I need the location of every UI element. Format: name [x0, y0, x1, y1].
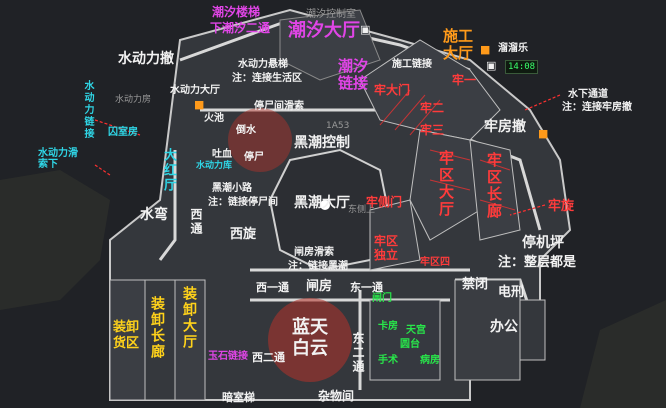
tide-control-room-label: 潮汐控制室: [306, 9, 356, 20]
construction-hall-label: 施工大厅: [443, 27, 474, 62]
closed-label: 禁闭: [462, 277, 489, 292]
hydro-stairs-label: 水动力悬梯: [238, 59, 288, 70]
hand-craft-label: 手术: [378, 355, 398, 366]
terrain-west: [0, 170, 110, 310]
cell-3-label: 牢三: [420, 123, 445, 137]
cell-gate-label: 牢大门: [374, 83, 411, 97]
cell-withdraw-label: 牢房撤: [484, 119, 526, 135]
prison-wing: [359, 39, 521, 271]
east-two-label: 东二通: [351, 332, 365, 374]
hydro-stairs-note: 注：连接生活区: [232, 73, 302, 84]
cell-side-gate-label: 牢侧门: [366, 195, 403, 209]
dump-pool-label: 倒水: [236, 125, 256, 136]
orange-marker-icon-2: ■: [480, 43, 491, 56]
cell-corridor-label: 牢区长廊: [485, 152, 503, 220]
cell-loop-label: 牢旋: [548, 199, 575, 214]
hydro-storage-label: 水动力库: [196, 161, 233, 171]
down-link-label: 水下通道: [568, 89, 608, 100]
west-two-label: 西二通: [252, 351, 285, 364]
cell-1-label: 牢一: [452, 73, 477, 87]
stop-count-label: 1A53: [326, 121, 350, 131]
round-table-label: 圆台: [400, 339, 420, 350]
card-room-label: 卡房: [378, 321, 398, 332]
blue-sky-circle: [268, 298, 352, 382]
water-bend-label: 水弯: [140, 207, 168, 223]
parking-pad-label: 停机坪: [522, 235, 564, 251]
ball-room-label: 溜溜乐: [498, 43, 528, 54]
fire-pool-label: 火池: [204, 113, 224, 124]
black-tide-small-road-label: 黑潮小路: [212, 183, 252, 194]
gate-small-label: 闸门: [372, 293, 392, 304]
down-tide-2f-label: 下潮汐二通: [210, 21, 271, 35]
black-tide-hall-label: 黑潮大厅: [294, 195, 350, 211]
west-pass-label: 西通: [189, 208, 203, 236]
parking-note: 注：整层都是: [498, 255, 577, 270]
east-one-pass-label: 东一通: [350, 281, 383, 294]
office-label: 办公: [490, 319, 518, 335]
blue-sky-white-cloud-label: 蓝天白云: [292, 317, 328, 359]
prison-zipline-note: 注：链接黑潮: [288, 261, 348, 272]
gate-room-label: 闸房: [306, 279, 333, 294]
down-link-note: 注：连接牢房撤: [562, 102, 632, 113]
cell-independent-label: 牢区独立: [374, 234, 399, 263]
stop-pool-label: 停尸: [244, 152, 264, 163]
black-tide-small-note: 注：链接停尸间: [208, 197, 278, 208]
cell-room-label: 囚室房: [108, 127, 138, 138]
tide-stairs-label: 潮汐楼梯: [212, 5, 261, 19]
hydro-link-label: 水动力链接: [82, 80, 93, 140]
misc-room-label: 杂物间: [318, 389, 355, 403]
east-gate-label: 东侧上: [348, 205, 376, 215]
cell-hall-label: 牢区大厅: [437, 150, 455, 218]
hydro-slide-label: 水动力滑索下: [38, 148, 78, 170]
west-loop-label: 西旋: [230, 227, 257, 242]
terrain-east: [580, 300, 666, 408]
loading-hall-label: 装卸大厅: [181, 286, 197, 350]
hydro-hall-label: 水动力大厅: [170, 85, 220, 96]
prisoner-zipline-label: 停尸间滑索: [254, 101, 304, 112]
dark-stairs-label: 暗室梯: [222, 391, 255, 404]
door-icon-2: ▣: [486, 59, 497, 72]
lab-label: 病房: [420, 355, 440, 366]
loading-corridor-label: 装卸长廊: [149, 296, 165, 360]
orange-marker-icon: ■: [194, 98, 205, 111]
construction-connect-label: 施工链接: [392, 59, 432, 70]
tide-link-label: 潮汐链接: [338, 57, 369, 92]
prison-zipline-label: 闸房滑索: [294, 247, 334, 258]
jade-link-label: 玉石链接: [208, 351, 248, 362]
cell-fourth-label: 牢区四: [420, 257, 450, 268]
black-tide-control-label: 黑潮控制: [294, 135, 350, 151]
sky-dome-label: 天宫: [406, 325, 426, 336]
door-icon: ▣: [360, 23, 371, 36]
blood-circle: [228, 108, 292, 172]
clock-display: 14:08: [505, 60, 539, 74]
blood-label: 吐血: [212, 149, 232, 160]
tide-hall-label: 潮汐大厅: [288, 20, 360, 41]
hydro-withdraw-label: 水动力撤: [118, 51, 174, 67]
hydro-room-label: 水动力房: [115, 95, 152, 105]
big-red-hall-label: 大红厅: [161, 148, 176, 193]
loading-cargo-label: 装卸货区: [113, 320, 140, 351]
electric-label: 电刑: [498, 285, 525, 300]
orange-marker-icon-3: ■: [538, 127, 549, 140]
cell-2-label: 牢二: [420, 101, 445, 115]
west-one-pass-label: 西一通: [256, 281, 289, 294]
